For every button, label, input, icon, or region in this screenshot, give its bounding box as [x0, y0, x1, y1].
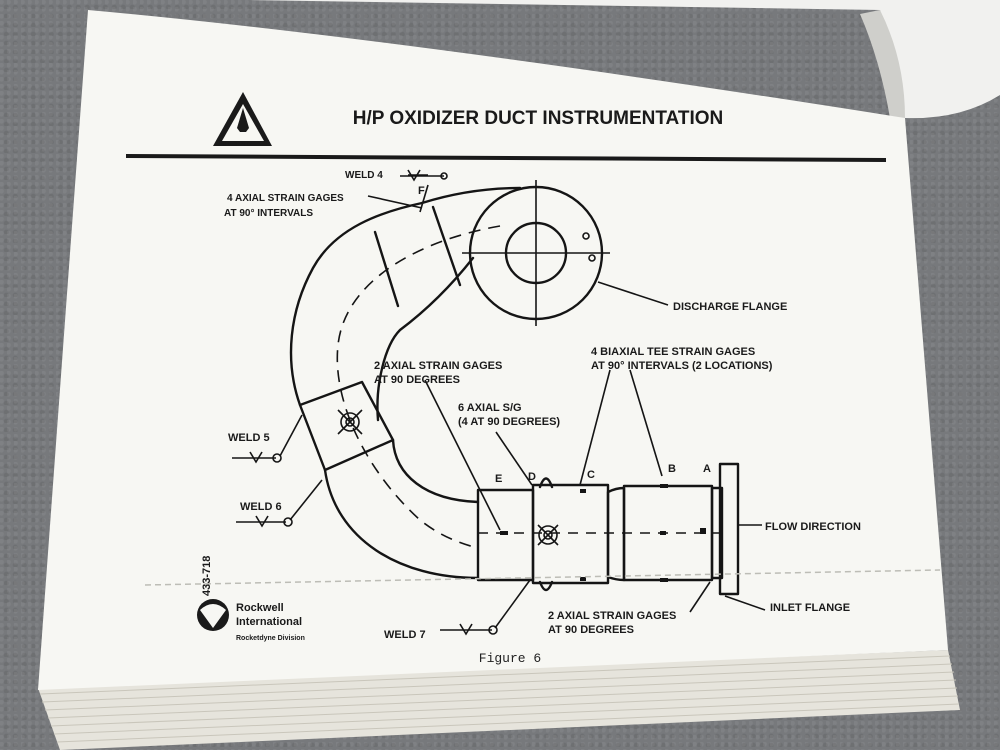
leader-lines — [279, 174, 766, 629]
discharge-flange-label: DISCHARGE FLANGE — [673, 301, 787, 313]
space-shuttle-logo: SPACE SHUTTLE — [213, 92, 272, 148]
inlet-flange-body — [718, 462, 740, 596]
elbow-outer-wall — [289, 201, 424, 407]
biaxial-label-1: 4 BIAXIAL TEE STRAIN GAGES — [591, 346, 755, 358]
axial2b-label-2: AT 90 DEGREES — [548, 624, 634, 636]
elbow-inner-wall — [376, 256, 475, 422]
figure-caption: Figure 6 — [479, 651, 541, 666]
station-d: D — [528, 471, 536, 483]
station-b: B — [668, 463, 676, 475]
curled-page-shadow — [860, 10, 905, 118]
lower-bend-inner — [391, 438, 480, 504]
flow-direction-label: FLOW DIRECTION — [765, 521, 861, 533]
station-c: C — [587, 469, 595, 481]
lower-bend-outer — [323, 468, 480, 580]
company-division: Rocketdyne Division — [236, 635, 305, 642]
weld6-label: WELD 6 — [240, 501, 282, 513]
side-code: 433-718 — [201, 556, 213, 596]
weld4-label: WELD 4 — [345, 170, 383, 181]
header-rule — [125, 154, 887, 162]
weld7-label: WELD 7 — [384, 629, 426, 641]
duct-centerline — [336, 225, 501, 549]
axial4-label-1: 4 AXIAL STRAIN GAGES — [227, 193, 344, 204]
station-a: A — [703, 463, 711, 475]
duct-diagram — [232, 169, 766, 636]
inlet-flange-label: INLET FLANGE — [770, 602, 850, 614]
curled-back-page — [250, 0, 1000, 119]
axial6-label-1: 6 AXIAL S/G — [458, 402, 522, 414]
page-stack-lines — [39, 655, 960, 743]
faint-baseline — [144, 569, 941, 586]
gage-marks — [500, 484, 706, 582]
axial2b-label-1: 2 AXIAL STRAIN GAGES — [548, 610, 676, 622]
axial6-label-2: (4 AT 90 DEGREES) — [458, 416, 560, 428]
biaxial-label-2: AT 90° INTERVALS (2 LOCATIONS) — [591, 360, 773, 372]
station-e: E — [495, 473, 502, 485]
weld5-label: WELD 5 — [228, 432, 270, 444]
company-line1: Rockwell — [236, 602, 284, 614]
axial4-label-2: AT 90° INTERVALS — [224, 208, 313, 219]
company-line2: International — [236, 616, 302, 628]
station-f: F — [418, 185, 425, 197]
weld-symbols — [232, 169, 498, 636]
axial2-label-2: AT 90 DEGREES — [374, 374, 460, 386]
logo-caption: SPACE SHUTTLE — [222, 142, 264, 148]
rockwell-logo: Rockwell International Rocketdyne Divisi… — [197, 599, 305, 642]
page-title: H/P OXIDIZER DUCT INSTRUMENTATION — [353, 108, 724, 129]
axial2-label-1: 2 AXIAL STRAIN GAGES — [374, 360, 502, 372]
